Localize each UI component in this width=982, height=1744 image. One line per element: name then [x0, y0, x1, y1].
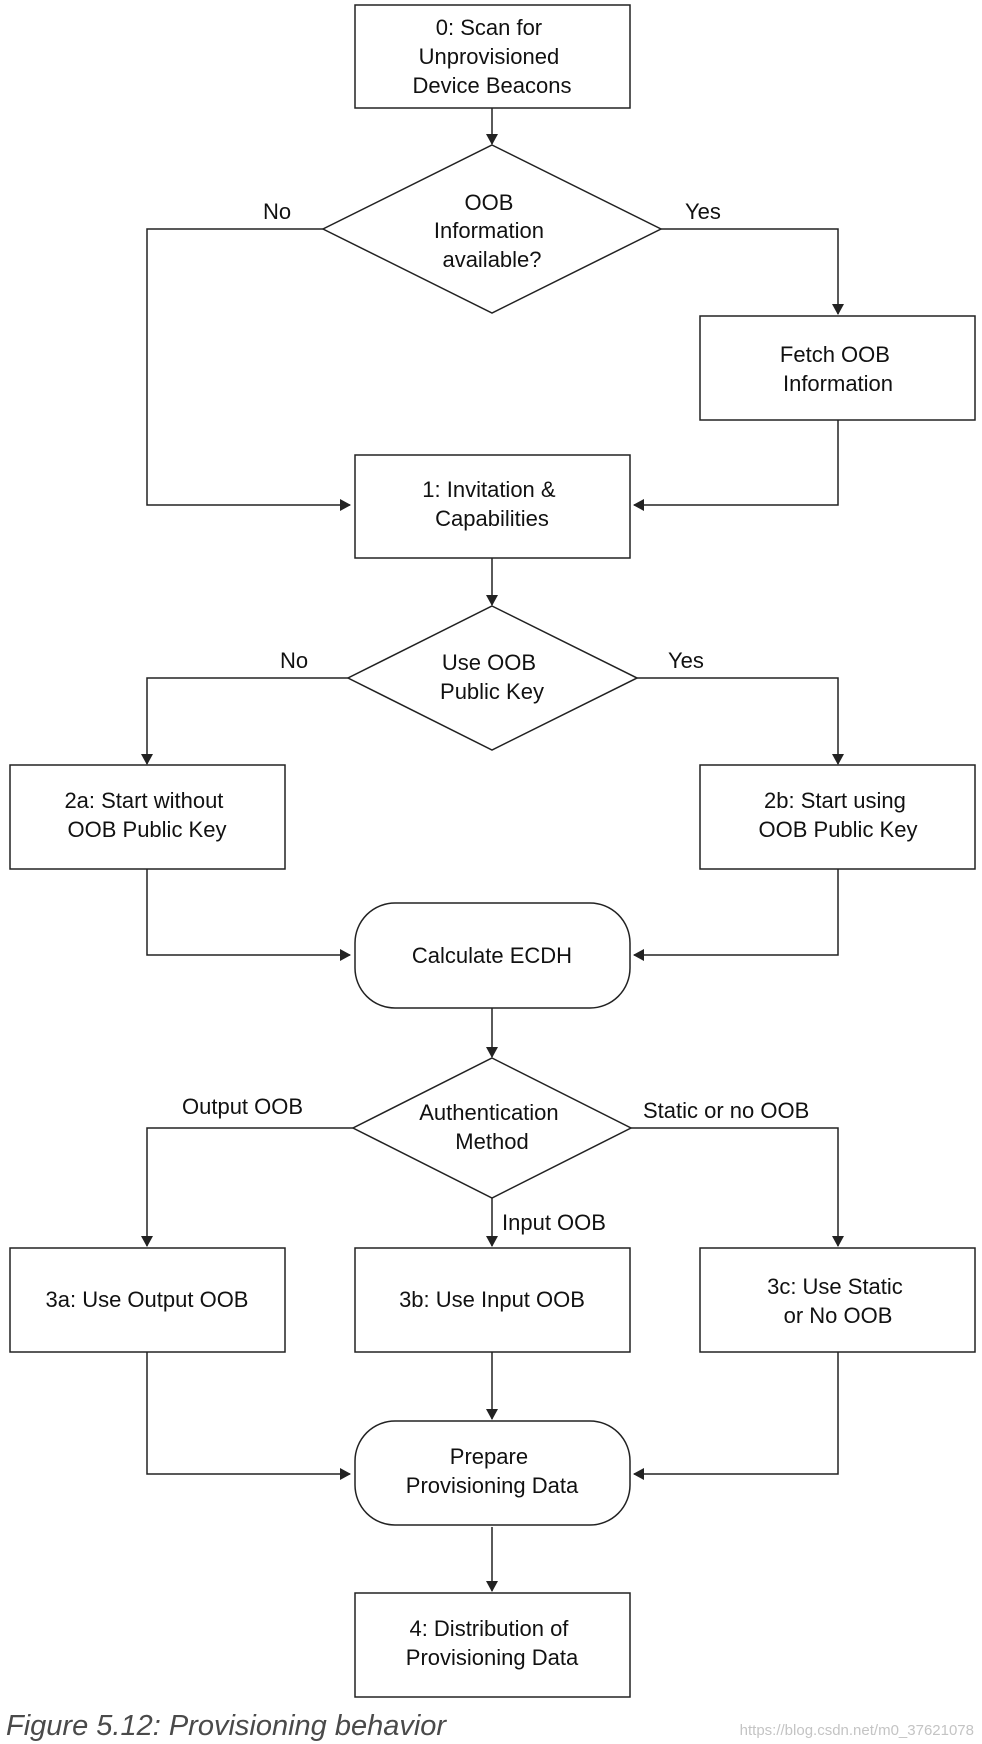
arrow-key-yes-to-start-using — [637, 677, 844, 765]
scan-beacons-box — [354, 4, 631, 109]
watermark-url: https://blog.csdn.net/m0_37621078 — [739, 1722, 974, 1739]
use-input-oob-label: 3b: Use Input OOB — [399, 1287, 585, 1312]
scan-beacons-label: 0: Scan for Unprovisioned Device Beacons — [413, 15, 572, 98]
prepare-provisioning-data-box — [354, 1420, 631, 1526]
invitation-capabilities-box — [354, 454, 631, 559]
arrow-key-no-to-start-without — [141, 677, 348, 765]
figure-caption: Figure 5.12: Provisioning behavior — [6, 1710, 447, 1742]
use-output-oob-box — [9, 1247, 286, 1353]
use-output-oob-label: 3a: Use Output OOB — [46, 1287, 249, 1312]
use-oob-public-key-label: Use OOB Public Key — [440, 650, 544, 704]
use-static-oob-label: 3c: Use Static or No OOB — [767, 1274, 909, 1328]
arrow-static-oob-to-prepare — [633, 1352, 839, 1480]
oob-info-available-label: OOB Information available? — [434, 190, 550, 272]
distribution-provisioning-data-label: 4: Distribution of Provisioning Data — [406, 1616, 579, 1670]
distribution-provisioning-data-box — [354, 1592, 631, 1698]
prepare-provisioning-data-label: Prepare Provisioning Data — [406, 1444, 579, 1498]
edge-label-output-oob: Output OOB — [182, 1094, 303, 1119]
arrow-start-using-to-ecdh — [633, 869, 839, 961]
fetch-oob-info-box — [699, 315, 976, 421]
edge-label-static-oob: Static or no OOB — [643, 1098, 809, 1123]
edge-label-input-oob: Input OOB — [502, 1210, 606, 1235]
arrow-auth-to-output-oob — [141, 1127, 353, 1247]
fetch-oob-info-label: Fetch OOB Information — [780, 342, 896, 396]
edge-label-key-yes: Yes — [668, 648, 704, 673]
start-using-oob-key-box — [699, 764, 976, 870]
arrow-auth-to-static-oob — [631, 1127, 844, 1247]
start-using-oob-key-label: 2b: Start using OOB Public Key — [759, 788, 918, 842]
start-without-oob-key-label: 2a: Start without OOB Public Key — [64, 788, 229, 842]
arrow-start-without-to-ecdh — [146, 869, 351, 961]
oob-info-available-decision — [321, 144, 663, 314]
start-without-oob-key-box — [9, 764, 286, 870]
authentication-method-decision — [351, 1057, 633, 1199]
arrow-oob-no-to-invite — [146, 228, 351, 511]
use-static-oob-box — [699, 1247, 976, 1353]
calculate-ecdh-box — [354, 902, 631, 1009]
edge-label-oob-no: No — [263, 199, 291, 224]
use-input-oob-box — [354, 1247, 631, 1353]
invitation-capabilities-label: 1: Invitation & Capabilities — [422, 477, 561, 531]
edge-label-oob-yes: Yes — [685, 199, 721, 224]
calculate-ecdh-label: Calculate ECDH — [412, 943, 572, 968]
arrow-output-oob-to-prepare — [146, 1352, 351, 1480]
arrow-oob-yes-to-fetch — [661, 228, 844, 315]
edge-label-key-no: No — [280, 648, 308, 673]
authentication-method-label: Authentication Method — [419, 1100, 565, 1154]
arrow-fetch-to-invite — [633, 420, 839, 511]
connector-lines — [141, 108, 844, 1592]
use-oob-public-key-decision — [346, 605, 639, 751]
